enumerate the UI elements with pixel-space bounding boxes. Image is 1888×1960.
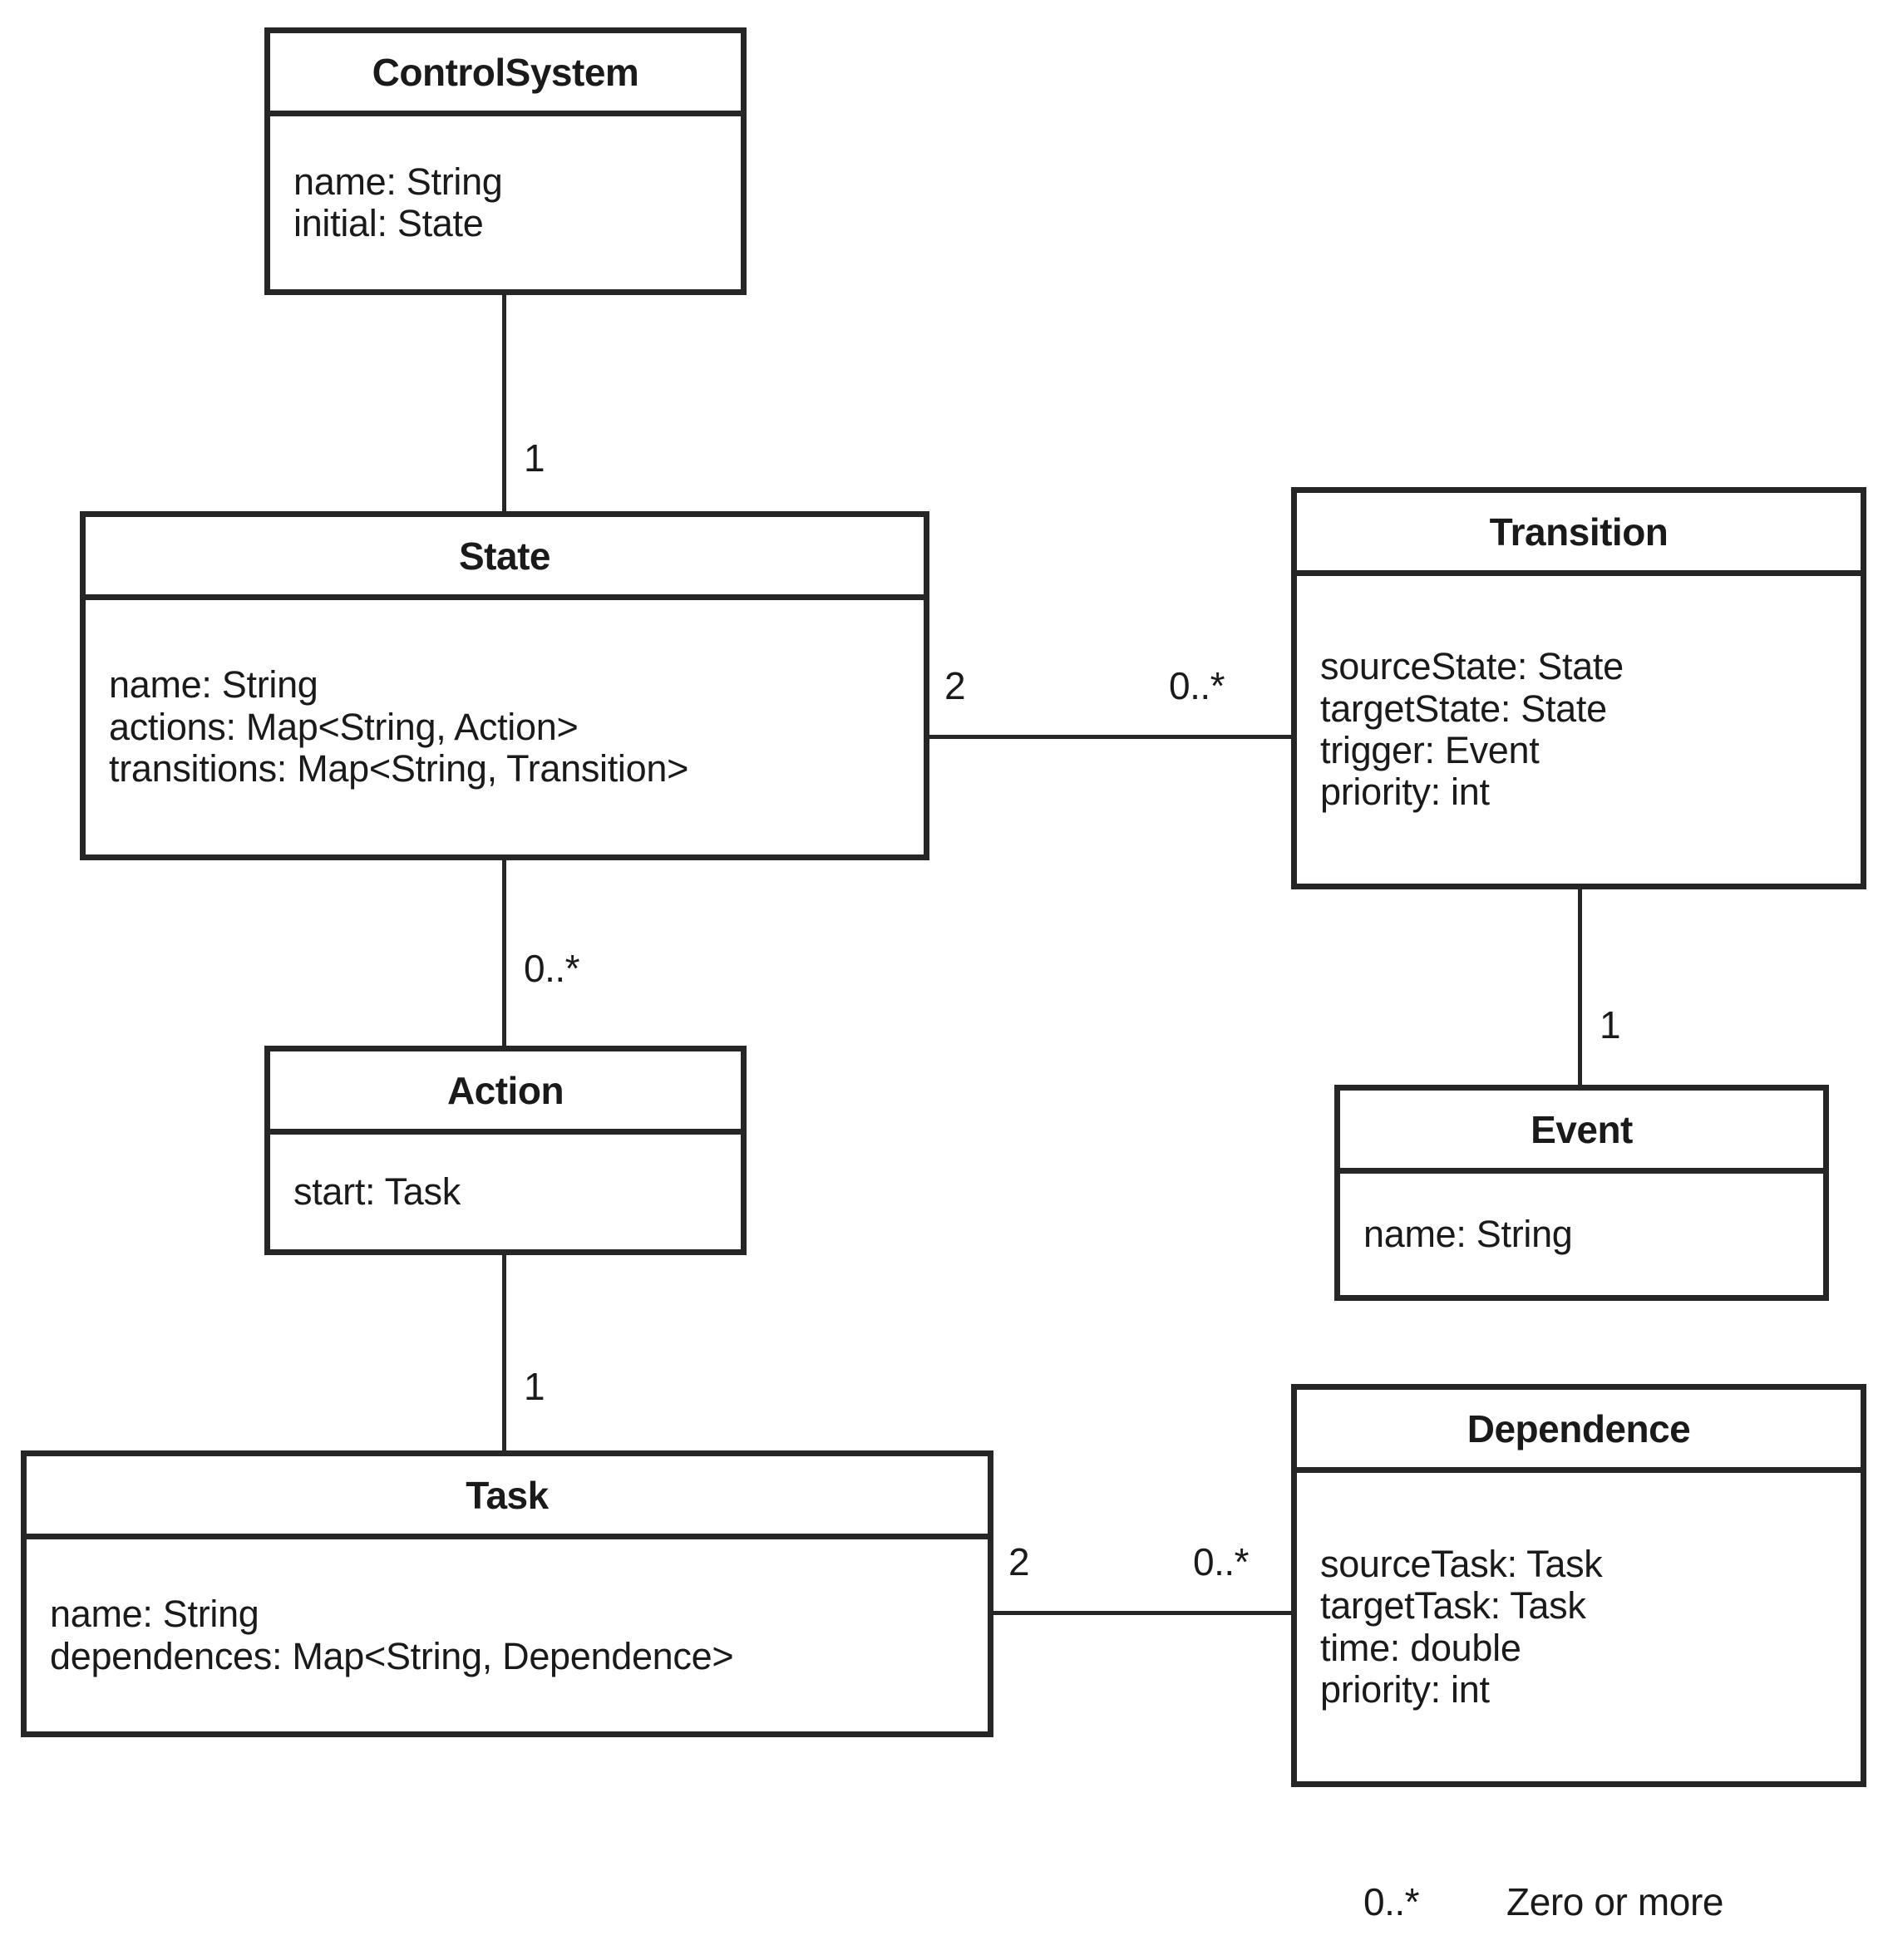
uml-class-controlsystem[interactable]: ControlSystem name: String initial: Stat…	[264, 27, 747, 295]
multiplicity-task-dependence-near: 2	[1008, 1540, 1030, 1583]
uml-class-name-transition: Transition	[1297, 493, 1861, 576]
association-line-state-transition	[928, 735, 1294, 739]
association-line-action-task	[502, 1253, 506, 1453]
multiplicity-task-dependence-far: 0..*	[1193, 1540, 1250, 1583]
uml-class-name-dependence: Dependence	[1297, 1390, 1861, 1473]
uml-attribute: targetTask: Task	[1320, 1584, 1586, 1628]
legend-text: Zero or more	[1506, 1880, 1724, 1923]
legend: 0..* Zero or more	[1363, 1883, 1723, 1921]
uml-class-name-controlsystem: ControlSystem	[270, 33, 741, 116]
uml-attributes-controlsystem: name: String initial: State	[270, 116, 741, 289]
association-line-transition-event	[1578, 888, 1582, 1087]
multiplicity-state-action: 0..*	[524, 947, 580, 990]
uml-attributes-state: name: String actions: Map<String, Action…	[86, 600, 924, 854]
uml-class-dependence[interactable]: Dependence sourceTask: Task targetTask: …	[1291, 1384, 1866, 1787]
multiplicity-state-transition-far: 0..*	[1169, 664, 1225, 707]
multiplicity-transition-event: 1	[1600, 1003, 1621, 1046]
uml-class-event[interactable]: Event name: String	[1334, 1085, 1829, 1301]
uml-class-task[interactable]: Task name: String dependences: Map<Strin…	[21, 1450, 993, 1737]
association-line-controlsystem-state	[502, 295, 506, 513]
uml-class-action[interactable]: Action start: Task	[264, 1046, 747, 1255]
uml-attributes-dependence: sourceTask: Task targetTask: Task time: …	[1297, 1473, 1861, 1781]
association-line-state-action	[502, 859, 506, 1048]
uml-class-name-task: Task	[27, 1456, 988, 1539]
legend-symbol: 0..*	[1363, 1880, 1420, 1923]
multiplicity-action-task: 1	[524, 1365, 545, 1408]
uml-attribute: transitions: Map<String, Transition>	[109, 747, 689, 790]
uml-class-name-action: Action	[270, 1051, 741, 1135]
uml-class-name-state: State	[86, 517, 924, 600]
uml-attribute: sourceState: State	[1320, 645, 1624, 688]
multiplicity-state-transition-near: 2	[944, 664, 966, 707]
uml-attribute: start: Task	[293, 1170, 461, 1213]
uml-attribute: priority: int	[1320, 771, 1490, 814]
uml-attribute: trigger: Event	[1320, 729, 1540, 771]
uml-attribute: name: String	[50, 1593, 259, 1636]
association-line-task-dependence	[992, 1611, 1294, 1615]
uml-attribute: targetState: State	[1320, 687, 1607, 730]
uml-attributes-task: name: String dependences: Map<String, De…	[27, 1539, 988, 1731]
uml-attribute: name: String	[1363, 1212, 1573, 1255]
uml-attributes-transition: sourceState: State targetState: State tr…	[1297, 576, 1861, 884]
uml-attribute: name: String	[293, 160, 503, 203]
uml-attributes-event: name: String	[1340, 1174, 1823, 1295]
uml-attribute: actions: Map<String, Action>	[109, 705, 579, 748]
uml-class-transition[interactable]: Transition sourceState: State targetStat…	[1291, 487, 1866, 889]
uml-attribute: name: String	[109, 663, 318, 707]
uml-attributes-action: start: Task	[270, 1135, 741, 1249]
uml-attribute: priority: int	[1320, 1667, 1490, 1711]
multiplicity-controlsystem-state: 1	[524, 436, 545, 480]
uml-class-state[interactable]: State name: String actions: Map<String, …	[80, 511, 929, 860]
uml-attribute: time: double	[1320, 1626, 1521, 1669]
uml-class-name-event: Event	[1340, 1091, 1823, 1174]
uml-attribute: dependences: Map<String, Dependence>	[50, 1634, 734, 1677]
uml-attribute: sourceTask: Task	[1320, 1542, 1603, 1585]
uml-attribute: initial: State	[293, 202, 484, 244]
